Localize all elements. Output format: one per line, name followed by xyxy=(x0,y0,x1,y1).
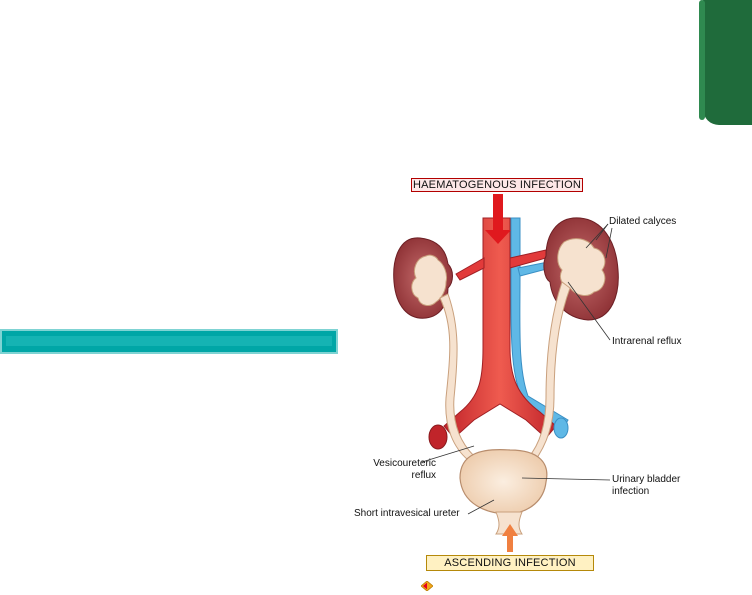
vesicoureteric-line2: reflux xyxy=(411,470,436,481)
urinary-bladder xyxy=(459,449,548,515)
diamond-arrow-icon[interactable] xyxy=(421,581,433,591)
annotation-intrarenal-reflux: Intrarenal reflux xyxy=(612,336,682,347)
vesicoureteric-line1: Vesicoureteric xyxy=(373,458,436,469)
section-header-bar xyxy=(0,329,338,354)
annotation-urinary-bladder: Urinary bladder infection xyxy=(612,474,680,498)
aorta xyxy=(443,217,557,439)
leader-intrarenal xyxy=(567,281,611,341)
chapter-tab[interactable] xyxy=(699,0,752,125)
leader-bladder xyxy=(521,477,611,481)
ascending-arrow-icon xyxy=(502,524,518,552)
iliac-right-end xyxy=(553,417,569,439)
iliac-left-end xyxy=(428,424,448,450)
leader-vesicoureteric xyxy=(421,445,475,463)
annotation-vesicoureteric: Vesicoureteric reflux xyxy=(352,458,436,482)
diagram-graphic xyxy=(393,194,619,552)
leader-calyces-3 xyxy=(605,227,613,259)
right-dilated-pelvis xyxy=(557,238,606,296)
leader-calyces-2 xyxy=(585,223,609,249)
left-renal-pelvis xyxy=(411,254,447,306)
ascending-label: ASCENDING INFECTION xyxy=(426,555,594,571)
renal-artery-left xyxy=(455,257,485,281)
bladder-line1: Urinary bladder xyxy=(612,474,681,485)
haematogenous-arrow-icon xyxy=(485,194,511,244)
urethra xyxy=(495,511,523,535)
haematogenous-label: HAEMATOGENOUS INFECTION xyxy=(411,178,583,192)
urinary-tract-infection-diagram: HAEMATOGENOUS INFECTION ASCENDING INFECT… xyxy=(350,178,687,574)
leader-short-ureter xyxy=(467,499,495,515)
annotation-short-ureter: Short intravesical ureter xyxy=(354,508,460,519)
annotation-dilated-calyces: Dilated calyces xyxy=(609,216,677,227)
bladder-line2: infection xyxy=(612,486,650,497)
